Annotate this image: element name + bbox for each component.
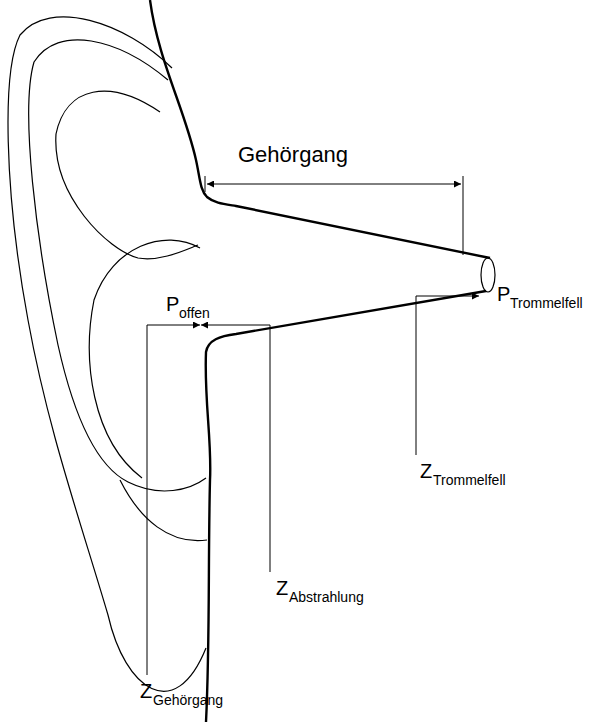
auricle-outline	[8, 17, 207, 691]
head-contour	[150, 0, 490, 722]
symbol-main: Z	[420, 461, 432, 481]
symbol-subscript: Gehörgang	[153, 693, 223, 707]
symbol-main: P	[166, 294, 179, 314]
symbol-main: P	[497, 284, 510, 304]
symbol-main: Z	[140, 681, 152, 701]
symbol-subscript: Abstrahlung	[289, 590, 364, 604]
symbol-subscript: Trommelfell	[433, 473, 506, 487]
symbol-subscript: offen	[179, 306, 210, 320]
symbol-main: Z	[276, 578, 288, 598]
dimension-lines	[147, 176, 479, 675]
eardrum	[481, 258, 495, 292]
symbol-subscript: Trommelfell	[510, 296, 583, 310]
dimension-label: Gehörgang	[238, 144, 348, 166]
